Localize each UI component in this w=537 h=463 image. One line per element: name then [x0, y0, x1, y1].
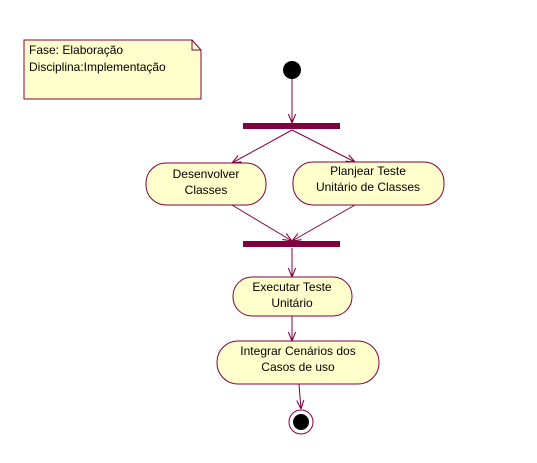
edge-fork-to-planejar: [291, 129, 355, 162]
fork-bar: [243, 123, 340, 129]
activity-executar-line-2: Unitário: [271, 296, 313, 310]
activity-integrar-shape: [216, 340, 380, 385]
activity-desenvolver-shape: [145, 162, 267, 206]
initial-node: [283, 61, 301, 79]
activity-desenvolver-line-1: Desenvolver: [173, 167, 240, 181]
note-line-1: Fase: Elaboração: [29, 43, 123, 57]
activity-planejar-shape: [292, 161, 445, 206]
edge-integrar-to-final: [299, 383, 301, 409]
edge-fork-to-desenvolver: [232, 129, 293, 163]
edge-planejar-to-join: [292, 204, 356, 241]
activity-planejar-line-2: Unitário de Classes: [316, 180, 420, 194]
activity-integrar-cenarios: Integrar Cenários dos Casos de uso: [216, 340, 380, 385]
activity-desenvolver-classes: Desenvolver Classes: [145, 162, 267, 206]
note-fold: [191, 40, 201, 51]
join-bar: [243, 241, 340, 247]
edge-desenvolver-to-join: [231, 204, 292, 241]
activity-desenvolver-line-2: Classes: [185, 183, 228, 197]
note-line-2: Disciplina:Implementação: [29, 60, 166, 74]
note-shape: [23, 39, 202, 100]
final-node: [288, 409, 314, 435]
activity-planejar-teste: Planjear Teste Unitário de Classes: [292, 161, 445, 206]
final-node-core: [293, 414, 309, 430]
activity-executar-shape: [232, 276, 353, 317]
activity-planejar-line-1: Planjear Teste: [330, 164, 406, 178]
activity-executar-line-1: Executar Teste: [252, 280, 331, 294]
note: Fase: Elaboração Disciplina:Implementaçã…: [23, 39, 202, 100]
activity-integrar-line-2: Casos de uso: [261, 360, 335, 374]
activity-executar-teste: Executar Teste Unitário: [232, 276, 353, 317]
activity-integrar-line-1: Integrar Cenários dos: [240, 344, 355, 358]
